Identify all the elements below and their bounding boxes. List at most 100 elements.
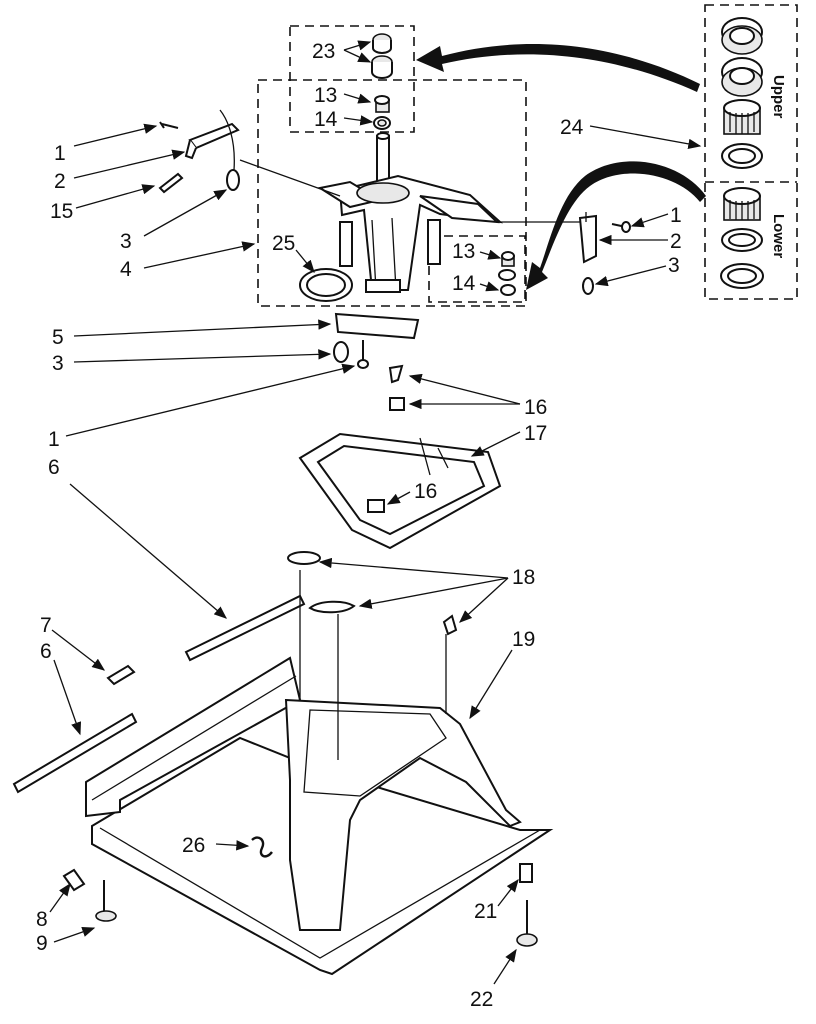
- leader-3a: [143, 189, 228, 237]
- leader-19: [469, 649, 513, 720]
- gearcase-dashed-box: [257, 79, 527, 307]
- upper-bearing-curved-arrow: [416, 44, 700, 92]
- pulley-bracket-part: [184, 109, 240, 171]
- washer-14b-part: [498, 269, 516, 296]
- rail-6a-part: [184, 594, 306, 662]
- leader-14a: [343, 115, 374, 126]
- leader-2a: [73, 149, 186, 179]
- leader-23a: [343, 40, 372, 51]
- leader-21: [497, 878, 519, 907]
- leader-3c: [594, 265, 667, 287]
- upper-roller-bearing-part: [723, 99, 761, 135]
- screw-1c-part: [611, 221, 631, 233]
- leader-25: [295, 249, 315, 274]
- callout-6b: 6: [40, 640, 52, 663]
- leader-6b: [53, 659, 82, 736]
- lower-roller-bearing-part: [723, 187, 761, 221]
- callout-13b: 13: [452, 240, 475, 263]
- leader-18a: [318, 557, 509, 579]
- upper-bearing-seal-2-part: [721, 57, 763, 97]
- callout-23: 23: [312, 40, 335, 63]
- leader-7: [51, 629, 106, 671]
- callout-1c: 1: [670, 204, 682, 227]
- nut-3c-part: [582, 277, 594, 295]
- base-frame-19-part: [85, 570, 554, 976]
- leader-13b: [479, 249, 502, 260]
- leader-26: [215, 840, 250, 851]
- leader-5: [73, 319, 332, 337]
- plate-18b-part: [308, 600, 356, 614]
- bearing-cap-lower-part: [371, 55, 393, 79]
- callout-15: 15: [50, 200, 73, 223]
- spring-7-part: [106, 664, 136, 686]
- callout-1a: 1: [54, 142, 66, 165]
- gasket-25-part: [299, 268, 353, 302]
- callout-3a: 3: [120, 230, 132, 253]
- inset-lower-label: Lower: [770, 214, 787, 258]
- callout-14a: 14: [314, 108, 338, 131]
- screw-1b-part: [357, 340, 369, 369]
- callout-16c: 16: [414, 480, 437, 503]
- callout-16a: 16: [524, 396, 547, 419]
- leader-6a: [69, 483, 227, 619]
- pad-16a-part: [388, 364, 404, 384]
- leader-14b: [479, 281, 500, 292]
- screw-1a-part: [159, 121, 179, 129]
- leader-16c: [386, 491, 411, 505]
- inset-upper-label: Upper: [770, 75, 787, 119]
- callout-4: 4: [120, 258, 132, 281]
- washer-13-part: [374, 95, 390, 113]
- callout-22: 22: [470, 988, 493, 1011]
- callout-21: 21: [474, 900, 497, 923]
- top-bearing-dashed-box: [289, 25, 415, 133]
- callout-1b: 1: [48, 428, 60, 451]
- upper-bearing-seal-part: [721, 17, 763, 55]
- rail-6b-part: [12, 712, 138, 794]
- leader-23b: [343, 49, 372, 63]
- plate-18a-part: [287, 551, 321, 565]
- leader-3b: [73, 349, 332, 363]
- callout-5: 5: [52, 326, 64, 349]
- spacer-21-part: [519, 863, 533, 883]
- callout-26: 26: [182, 834, 205, 857]
- leader-4: [143, 241, 256, 269]
- callout-17: 17: [524, 422, 547, 445]
- bearing-cap-part: [372, 33, 392, 54]
- leader-8: [49, 882, 71, 913]
- callout-13a: 13: [314, 84, 337, 107]
- nut-3b-part: [333, 341, 349, 363]
- leveling-leg-22-part: [516, 900, 538, 947]
- callout-8: 8: [36, 908, 48, 931]
- callout-2a: 2: [54, 170, 66, 193]
- leveling-leg-9-part: [95, 880, 117, 922]
- frame-17-part: [298, 432, 502, 550]
- leader-1c: [630, 213, 669, 228]
- leader-18b: [358, 577, 509, 609]
- lower-bearing-dashed-box: [428, 235, 526, 303]
- lower-bearing-seal-part: [720, 263, 764, 289]
- callout-6a: 6: [48, 456, 60, 479]
- leader-22: [493, 948, 517, 985]
- callout-3b: 3: [52, 352, 64, 375]
- clip-26-part: [251, 836, 273, 858]
- lower-bearing-curved-arrow: [526, 161, 706, 290]
- washer-14-part: [373, 116, 391, 130]
- bearing-inset-dashed-box: [704, 4, 798, 300]
- clip-5-part: [334, 312, 420, 340]
- callout-3c: 3: [668, 254, 680, 277]
- leader-24: [589, 125, 702, 150]
- gearcase-spider-assembly: [239, 132, 580, 293]
- leader-18c: [459, 577, 509, 623]
- leader-15: [75, 184, 156, 209]
- washer-13b-part: [501, 251, 515, 267]
- nut-3a-part: [226, 169, 240, 191]
- callout-9: 9: [36, 932, 48, 955]
- callout-18: 18: [512, 566, 535, 589]
- leader-13a: [343, 93, 372, 104]
- leader-1b: [65, 363, 356, 437]
- pad-16b-part: [389, 397, 405, 411]
- pad-16c-part: [367, 499, 385, 513]
- bracket-right-part: [578, 212, 597, 264]
- callout-24: 24: [560, 116, 584, 139]
